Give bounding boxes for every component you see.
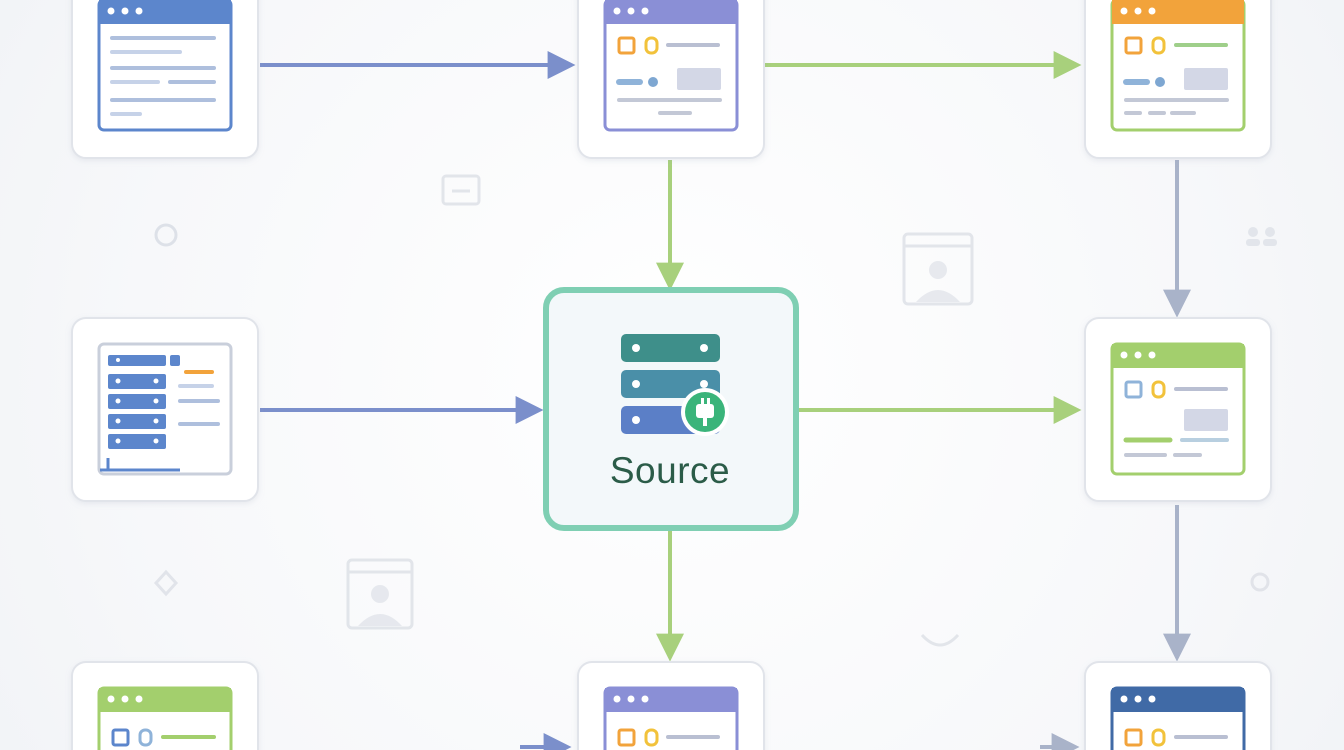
- decorations: [153, 174, 1277, 647]
- node-top-left[interactable]: [71, 0, 259, 159]
- edges: [260, 51, 1191, 750]
- smile-arc-icon: [920, 633, 960, 647]
- node-bottom-right[interactable]: [1084, 661, 1272, 750]
- node-bottom-center[interactable]: [577, 661, 765, 750]
- image-placeholder-icon: [902, 232, 974, 306]
- node-top-center[interactable]: [577, 0, 765, 159]
- node-bottom-left[interactable]: [71, 661, 259, 750]
- node-top-right[interactable]: [1084, 0, 1272, 159]
- source-label: Source: [609, 450, 731, 491]
- users-icon: [1246, 227, 1277, 246]
- plug-badge-icon: [681, 388, 729, 436]
- node-middle-right[interactable]: [1084, 317, 1272, 502]
- diamond-icon: [153, 569, 179, 597]
- node-source[interactable]: [543, 287, 799, 531]
- circle-icon: [154, 223, 178, 247]
- node-middle-left[interactable]: [71, 317, 259, 502]
- minus-window-icon: [441, 174, 481, 206]
- ring-icon: [1250, 572, 1270, 592]
- image-placeholder-icon: [346, 558, 414, 630]
